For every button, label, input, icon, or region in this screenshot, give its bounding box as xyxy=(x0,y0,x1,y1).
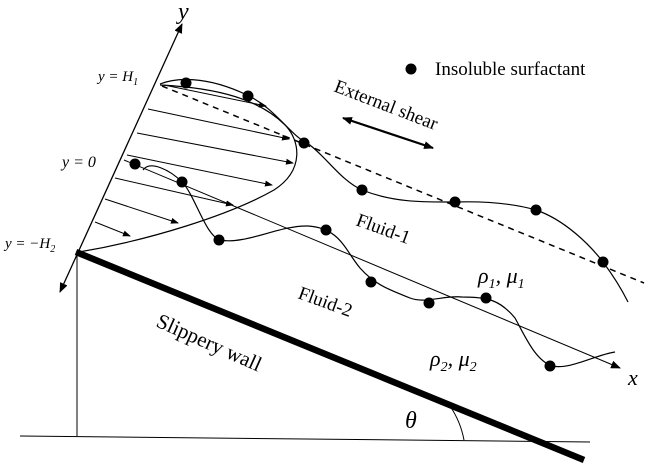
wall-label: Slippery wall xyxy=(153,309,266,377)
fluid1-label: Fluid-1 xyxy=(353,210,413,249)
velocity-arrow xyxy=(104,198,179,224)
surfactant-dot xyxy=(544,360,556,372)
fluid2-properties: ρ2, μ2 xyxy=(429,346,477,375)
surfactant-dot xyxy=(129,158,141,170)
fluid1-properties: ρ1, μ1 xyxy=(477,263,525,292)
ground-line xyxy=(19,435,591,443)
surfactant-dot xyxy=(597,256,609,268)
surfactant-dot xyxy=(480,292,492,304)
liquid-liquid-interface xyxy=(142,165,616,368)
velocity-arrow xyxy=(163,84,267,108)
velocity-arrow xyxy=(126,154,273,187)
velocity-profile-curve xyxy=(78,84,298,253)
mean-upper-interface xyxy=(161,85,645,284)
y-level-h2-label: y = −H2 xyxy=(3,236,55,255)
y-axis xyxy=(59,23,183,293)
surfactant-dot xyxy=(530,204,542,216)
x-axis-label: x xyxy=(627,365,638,390)
surfactant-dot xyxy=(365,276,377,288)
external-shear-arrow xyxy=(342,116,434,150)
y-level-h1-label: y = H1 xyxy=(96,69,138,88)
angle-arc xyxy=(449,405,465,441)
velocity-arrow xyxy=(136,132,294,165)
velocity-arrow xyxy=(147,108,290,141)
fluid2-label: Fluid-2 xyxy=(295,283,355,322)
y-level-zero-label: y = 0 xyxy=(60,154,96,171)
inclination-angle-label: θ xyxy=(405,408,417,434)
y-axis-label: y xyxy=(176,0,189,25)
surfactant-dot xyxy=(213,234,225,246)
surfactant-dot xyxy=(356,184,368,196)
x-axis xyxy=(123,159,621,369)
surfactant-dot xyxy=(423,297,435,309)
velocity-arrow xyxy=(114,177,234,207)
surfactant-dot xyxy=(449,196,461,208)
external-shear-label: External shear xyxy=(331,76,441,135)
legend-label: Insoluble surfactant xyxy=(435,59,586,80)
surfactant-dot xyxy=(242,90,254,102)
surfactant-dot xyxy=(298,137,310,149)
legend-marker-dot xyxy=(405,63,417,75)
surfactant-dot xyxy=(320,224,332,236)
surfactant-dot xyxy=(176,176,188,188)
velocity-arrow xyxy=(94,221,131,237)
surfactant-dot xyxy=(180,77,192,89)
